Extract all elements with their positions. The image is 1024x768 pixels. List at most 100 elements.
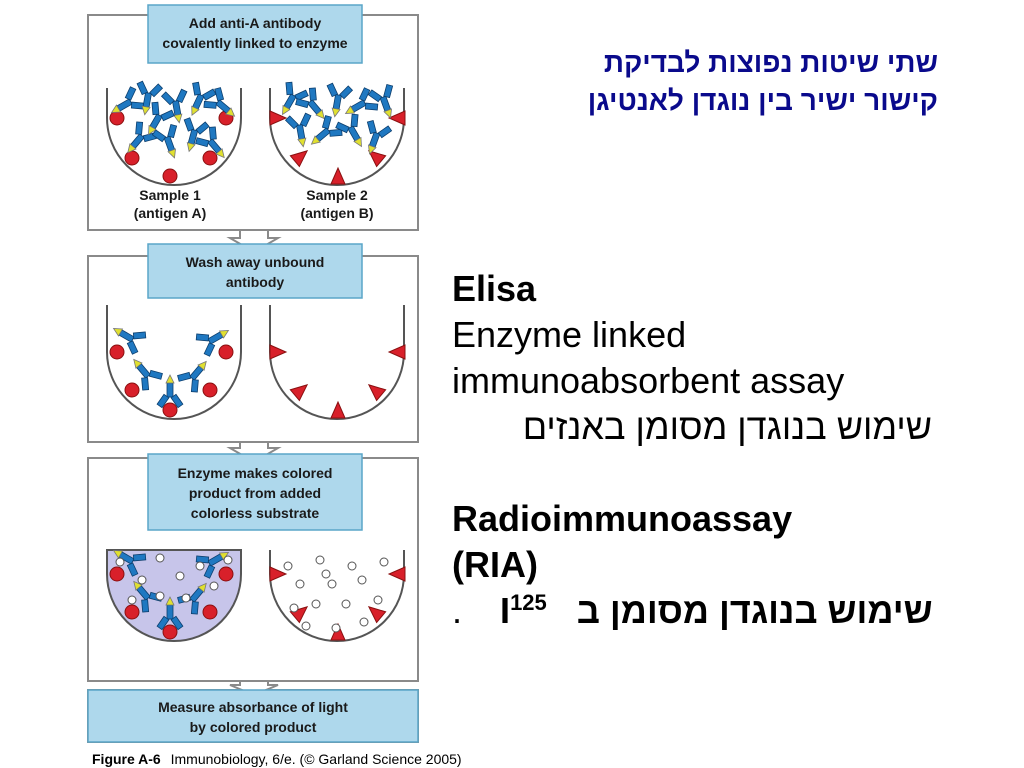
antigen-a-icon xyxy=(162,624,178,640)
substrate-circle xyxy=(223,555,233,565)
step-3-line-3: colorless substrate xyxy=(191,505,320,521)
step-box-2: Wash away unbound antibody xyxy=(147,243,363,299)
substrate-circle xyxy=(331,623,341,633)
enzyme-icon xyxy=(165,596,175,606)
substrate-circle xyxy=(289,603,299,613)
enzyme-icon xyxy=(353,136,362,148)
enzyme-icon xyxy=(315,109,325,120)
title-line-2: קישור ישיר בין נוגדן לאנטיגן xyxy=(587,85,938,116)
enzyme-icon xyxy=(297,137,307,148)
substrate-circle xyxy=(127,595,137,605)
antigen-a-icon xyxy=(124,604,140,620)
substrate-circle xyxy=(155,553,165,563)
isotope-symbol: I xyxy=(500,590,511,631)
antibody-icon xyxy=(344,87,379,114)
well-sample-2 xyxy=(269,305,405,420)
antibody-icon xyxy=(191,81,217,117)
enzyme-icon xyxy=(186,142,196,153)
caption-bold: Figure A-6 xyxy=(92,751,161,767)
sample-2-sublabel: (antigen B) xyxy=(300,205,373,221)
ria-abbrev: (RIA) xyxy=(452,544,538,585)
antibody-icon xyxy=(366,119,393,155)
step-box-3: Enzyme makes colored product from added … xyxy=(147,453,363,531)
antigen-a-icon xyxy=(124,150,140,166)
substrate-circle xyxy=(137,575,147,585)
elisa-line-1: Enzyme linked xyxy=(452,314,687,355)
substrate-circle xyxy=(283,561,293,571)
antigen-b-icon xyxy=(367,384,387,402)
elisa-hebrew: שימוש בנוגדן מסומן באנזים xyxy=(522,406,932,447)
substrate-circle xyxy=(175,571,185,581)
well-sample-2 xyxy=(269,550,405,642)
step-4-line-2: by colored product xyxy=(190,719,317,735)
enzyme-icon xyxy=(368,144,377,155)
ria-hebrew-text: שימוש בנוגדן מסומן ב xyxy=(576,590,933,631)
antigen-b-icon xyxy=(367,150,387,168)
antigen-b-icon xyxy=(269,110,288,126)
step-3-line-1: Enzyme makes colored xyxy=(178,465,333,481)
antigen-a-icon xyxy=(202,150,218,166)
enzyme-icon xyxy=(310,135,321,145)
antigen-b-icon xyxy=(387,566,406,582)
antibody-icon xyxy=(151,123,178,159)
antibody-icon xyxy=(177,360,207,393)
enzyme-icon xyxy=(148,124,157,136)
ria-heading: Radioimmunoassay xyxy=(452,498,793,539)
substrate-circle xyxy=(321,569,331,579)
sample-2-label: Sample 2 xyxy=(306,187,368,203)
antigen-a-icon xyxy=(109,110,125,126)
antigen-b-icon xyxy=(367,606,387,624)
antigen-b-icon xyxy=(289,384,309,402)
substrate-circle xyxy=(195,561,205,571)
antigen-b-icon xyxy=(289,150,309,168)
antibody-icon xyxy=(156,596,184,631)
antigen-a-icon xyxy=(202,604,218,620)
substrate-circle xyxy=(373,595,383,605)
antibody-icon xyxy=(195,552,230,579)
ria-dot: . xyxy=(452,590,463,631)
well-sample-2 xyxy=(269,88,405,186)
enzyme-icon xyxy=(344,105,356,114)
panel-3-wells xyxy=(106,549,406,642)
antigen-a-icon xyxy=(109,566,125,582)
caption-rest: Immunobiology, 6/e. (© Garland Science 2… xyxy=(171,751,462,767)
substrate-circle xyxy=(341,599,351,609)
isotope-mass: 125 xyxy=(510,590,547,615)
isotope-label: I125 xyxy=(500,590,547,631)
antibody-icon xyxy=(110,86,145,113)
antibody-icon xyxy=(335,113,362,148)
antibody-icon xyxy=(136,80,164,116)
panel-1-wells: Sample 1 (antigen A) Sample 2 (antigen B… xyxy=(106,80,406,221)
antibody-icon xyxy=(195,126,225,159)
enzyme-icon xyxy=(191,105,200,117)
enzyme-icon xyxy=(127,143,137,154)
enzyme-icon xyxy=(133,358,143,369)
antibody-icon xyxy=(183,117,210,153)
substrate-circle xyxy=(115,557,125,567)
antibody-icon xyxy=(284,112,312,148)
antigen-b-icon xyxy=(330,400,346,419)
elisa-line-2: immunoabsorbent assay xyxy=(452,360,845,401)
step-2-line-1: Wash away unbound xyxy=(186,254,325,270)
antibody-icon xyxy=(127,121,157,154)
enzyme-icon xyxy=(197,582,207,593)
step-box-1: Add anti-A antibody covalently linked to… xyxy=(147,4,363,64)
antibody-icon xyxy=(310,115,343,145)
enzyme-icon xyxy=(225,107,236,117)
step-box-4: Measure absorbance of light by colored p… xyxy=(87,689,419,743)
antibody-icon xyxy=(112,550,147,577)
title-line-1: שתי שיטות נפוצות לבדיקת xyxy=(603,47,938,78)
antigen-a-icon xyxy=(162,402,178,418)
antibody-icon xyxy=(133,358,163,391)
substrate-circle xyxy=(359,617,369,627)
antigen-a-icon xyxy=(218,344,234,360)
substrate-circle xyxy=(315,555,325,565)
antibody-icon xyxy=(160,88,188,124)
antibody-icon xyxy=(295,87,325,120)
ria-hebrew: . I125 שימוש בנוגדן מסומן ב xyxy=(452,588,957,634)
enzyme-icon xyxy=(331,107,341,118)
hebrew-title: שתי שיטות נפוצות לבדיקת קישור ישיר בין נ… xyxy=(440,44,938,120)
enzyme-icon xyxy=(218,330,230,339)
antibody-icon xyxy=(148,101,175,136)
